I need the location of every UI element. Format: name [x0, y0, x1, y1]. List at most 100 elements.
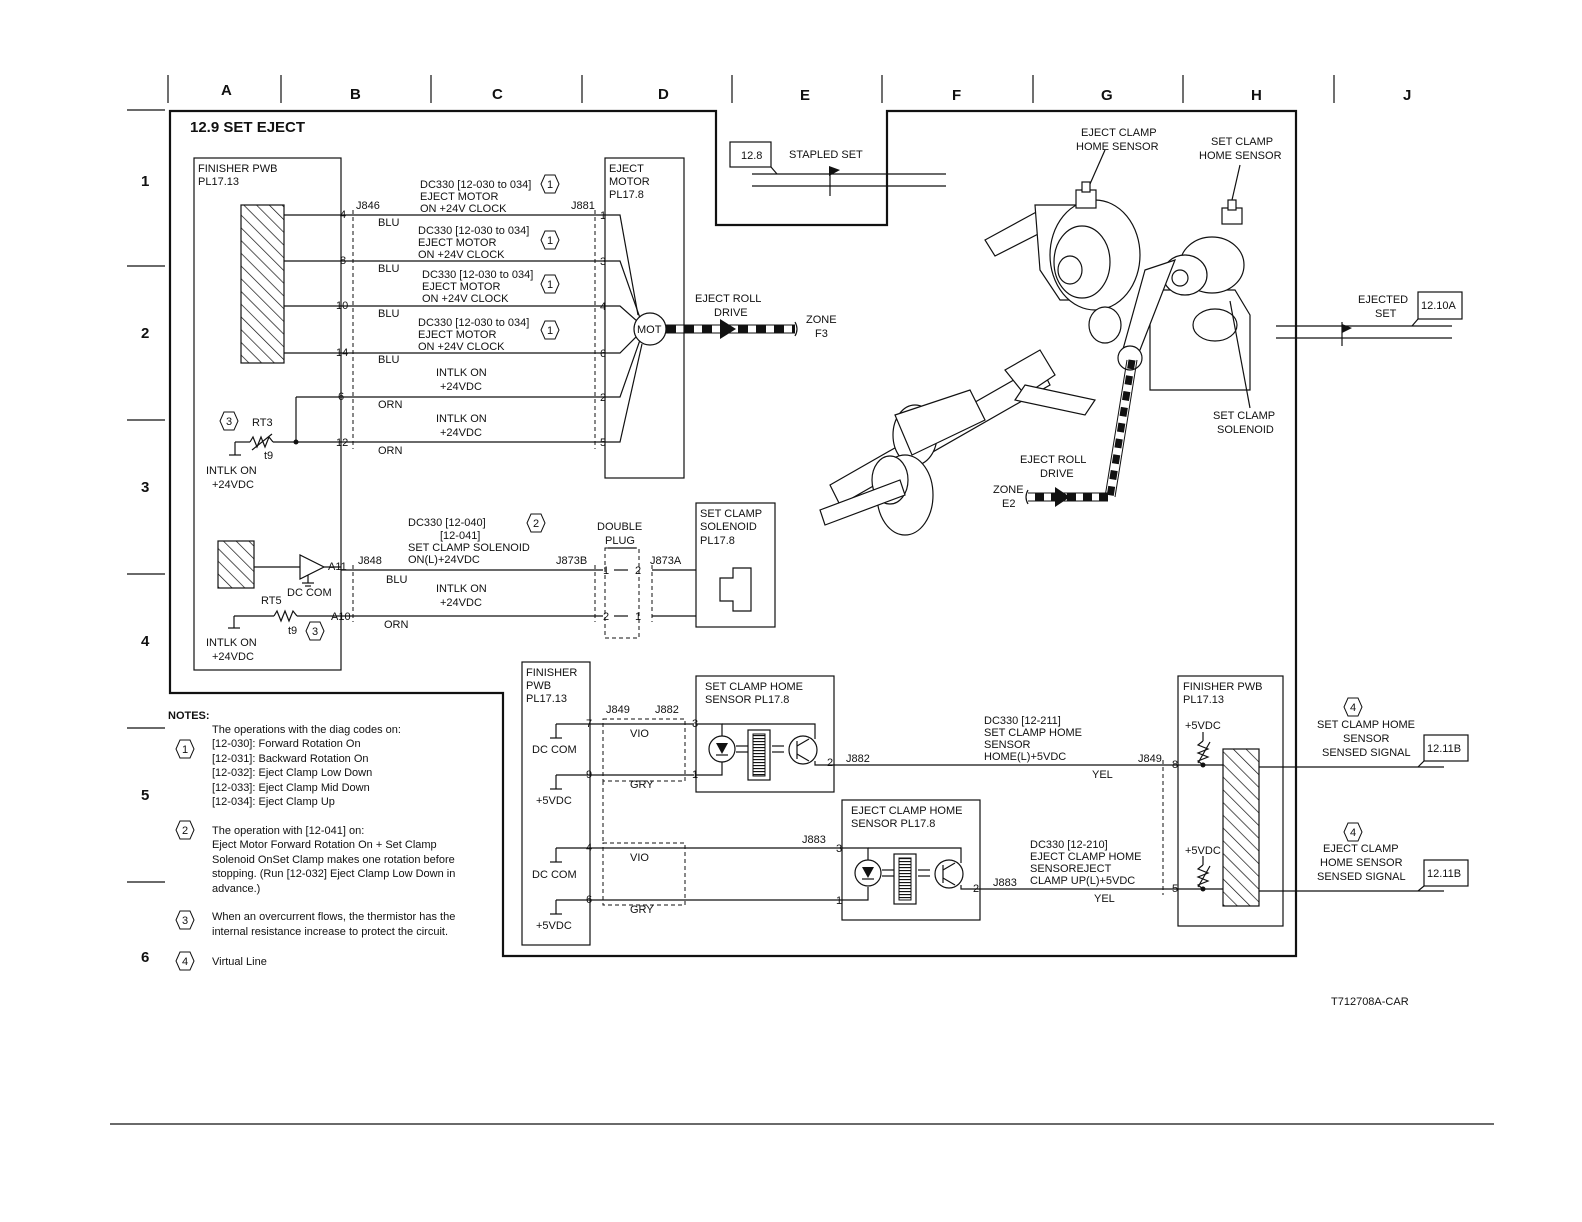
svg-text:8: 8 [340, 255, 346, 267]
svg-text:ZONE: ZONE [806, 314, 837, 326]
svg-text:DC330 [12-211]: DC330 [12-211] [984, 715, 1061, 727]
svg-text:The operations with the diag c: The operations with the diag codes on: [212, 724, 401, 736]
svg-text:A10: A10 [331, 611, 351, 623]
svg-text:RT5: RT5 [261, 595, 282, 607]
set-clamp-solenoid-label-2: SOLENOID [1217, 424, 1274, 436]
svg-text:+24VDC: +24VDC [212, 479, 254, 491]
svg-text:BLU: BLU [378, 263, 399, 275]
svg-text:EJECT CLAMP HOME: EJECT CLAMP HOME [1030, 851, 1141, 863]
svg-text:ON +24V CLOCK: ON +24V CLOCK [418, 341, 505, 353]
svg-text:6: 6 [600, 348, 606, 360]
svg-text:SOLENOID: SOLENOID [700, 521, 757, 533]
svg-text:PL17.13: PL17.13 [198, 176, 239, 188]
svg-text:SENSOR: SENSOR [984, 739, 1031, 751]
column-b: B [350, 86, 361, 103]
svg-text:RT3: RT3 [252, 417, 273, 429]
svg-text:1: 1 [635, 611, 641, 623]
svg-text:F3: F3 [815, 328, 828, 340]
svg-text:STAPLED SET: STAPLED SET [789, 149, 863, 161]
svg-text:3: 3 [600, 256, 606, 268]
eject-motor: EJECT MOTOR PL17.8 MOT [604, 157, 685, 479]
column-h: H [1251, 87, 1262, 104]
svg-text:4: 4 [340, 209, 346, 221]
svg-text:+5VDC: +5VDC [1185, 845, 1221, 857]
row-ruler: 1 2 3 4 5 6 [127, 109, 165, 966]
svg-text:[12-030]: Forward Rotation On: [12-030]: Forward Rotation On [212, 738, 361, 750]
motor-signal-4: 14 6 BLU DC330 [12-030 to 034] EJECT MOT… [336, 317, 606, 366]
svg-text:[12-034]: Eject Clamp Up: [12-034]: Eject Clamp Up [212, 796, 335, 808]
svg-text:DC330 [12-030 to 034]: DC330 [12-030 to 034] [420, 179, 531, 191]
svg-text:YEL: YEL [1092, 769, 1113, 781]
svg-text:3: 3 [312, 626, 318, 638]
svg-text:VIO: VIO [630, 728, 649, 740]
svg-text:12.11B: 12.11B [1427, 868, 1461, 880]
svg-text:5: 5 [1172, 883, 1178, 895]
svg-text:1: 1 [182, 744, 188, 756]
svg-text:PL17.13: PL17.13 [1183, 694, 1224, 706]
finisher-pwb-right: FINISHER PWB PL17.13 +5VDC +5VDC [1177, 675, 1444, 927]
svg-text:DC330 [12-030 to 034]: DC330 [12-030 to 034] [418, 317, 529, 329]
svg-text:12.10A: 12.10A [1421, 300, 1457, 312]
set-clamp-home-sensor-label-2: HOME SENSOR [1199, 150, 1282, 162]
svg-text:SENSED SIGNAL: SENSED SIGNAL [1322, 747, 1411, 759]
svg-text:J848: J848 [358, 555, 382, 567]
svg-text:SET CLAMP SOLENOID: SET CLAMP SOLENOID [408, 542, 530, 554]
svg-text:PLUG: PLUG [605, 535, 635, 547]
svg-text:1: 1 [603, 565, 609, 577]
svg-text:ORN: ORN [384, 619, 409, 631]
svg-text:12: 12 [336, 437, 348, 449]
svg-text:2: 2 [603, 611, 609, 623]
output-signal-2: 4 EJECT CLAMP HOME SENSOR SENSED SIGNAL … [1317, 822, 1469, 892]
svg-text:PL17.8: PL17.8 [609, 189, 644, 201]
svg-text:2: 2 [827, 757, 833, 769]
svg-text:J849: J849 [606, 704, 630, 716]
column-ruler: A B C D E F G H J [167, 75, 1411, 104]
column-c: C [492, 86, 503, 103]
svg-text:EJECT MOTOR: EJECT MOTOR [418, 237, 496, 249]
svg-text:J846: J846 [356, 200, 380, 212]
diagram-border [168, 109, 1298, 958]
svg-text:+24VDC: +24VDC [440, 381, 482, 393]
svg-text:A11: A11 [328, 561, 347, 573]
svg-text:EJECT CLAMP HOME: EJECT CLAMP HOME [851, 805, 962, 817]
svg-text:Solenoid OnSet Clamp makes one: Solenoid OnSet Clamp makes one rotation … [212, 854, 455, 866]
svg-text:EJECT MOTOR: EJECT MOTOR [418, 329, 496, 341]
svg-text:J883: J883 [993, 877, 1017, 889]
svg-text:[12-033]: Eject Clamp Mid Down: [12-033]: Eject Clamp Mid Down [212, 782, 370, 794]
svg-text:3: 3 [226, 416, 232, 428]
svg-text:1: 1 [547, 279, 553, 291]
page-title: 12.9 SET EJECT [190, 119, 305, 136]
svg-text:DRIVE: DRIVE [714, 307, 748, 319]
column-d: D [658, 86, 669, 103]
svg-text:4: 4 [586, 842, 592, 854]
eject-clamp-home-sensor-label-1: EJECT CLAMP [1081, 127, 1157, 139]
svg-text:VIO: VIO [630, 852, 649, 864]
svg-text:SET CLAMP HOME: SET CLAMP HOME [705, 681, 803, 693]
svg-text:advance.): advance.) [212, 883, 260, 895]
sensor-signal-2: J883 DC330 [12-210] EJECT CLAMP HOME SEN… [980, 760, 1178, 905]
notes: NOTES: 1 The operations with the diag co… [168, 710, 455, 971]
svg-text:ON +24V CLOCK: ON +24V CLOCK [418, 249, 505, 261]
svg-text:INTLK ON: INTLK ON [436, 413, 487, 425]
zone-e2-label: ZONE [993, 484, 1024, 496]
svg-text:+5VDC: +5VDC [536, 920, 572, 932]
svg-text:INTLK ON: INTLK ON [436, 367, 487, 379]
eject-clamp-home-sensor-label-2: HOME SENSOR [1076, 141, 1159, 153]
row-4: 4 [141, 633, 150, 650]
svg-text:DC COM: DC COM [287, 587, 332, 599]
svg-text:3: 3 [836, 843, 842, 855]
svg-text:1: 1 [547, 235, 553, 247]
svg-text:+24VDC: +24VDC [212, 651, 254, 663]
intlk-line-1: 6 2 ORN INTLK ON +24VDC [338, 367, 606, 411]
svg-text:4: 4 [1350, 827, 1356, 839]
row-3: 3 [141, 479, 149, 496]
svg-text:ORN: ORN [378, 445, 403, 457]
svg-text:1: 1 [692, 769, 698, 781]
svg-text:GRY: GRY [630, 779, 654, 791]
stapled-set: 12.8 STAPLED SET [729, 141, 946, 196]
column-a: A [221, 82, 232, 99]
svg-text:DC330 [12-030 to 034]: DC330 [12-030 to 034] [418, 225, 529, 237]
svg-text:ON +24V CLOCK: ON +24V CLOCK [420, 203, 507, 215]
svg-text:SET CLAMP HOME: SET CLAMP HOME [1317, 719, 1415, 731]
svg-text:[12-031]: Backward Rotation On: [12-031]: Backward Rotation On [212, 753, 369, 765]
